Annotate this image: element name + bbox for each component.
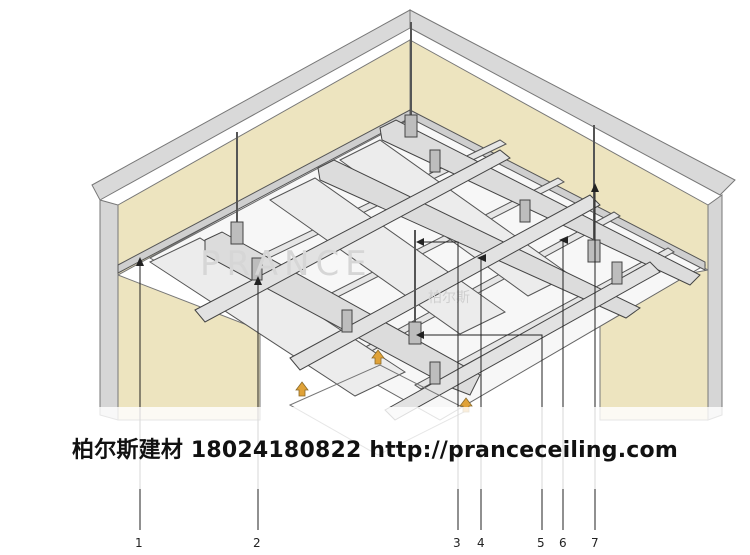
callout-label-6: 6 [559, 536, 567, 550]
watermark-subtext: 柏尔斯 [428, 290, 470, 306]
hanger-clamp [230, 221, 244, 245]
carrier-clip [519, 199, 531, 223]
leader-head-6 [559, 236, 568, 244]
leader-head-5 [416, 331, 424, 339]
leader-heads [136, 183, 599, 339]
carrier-clips [251, 149, 623, 385]
contact-banner: 柏尔斯建材 18024180822 http://pranceceiling.c… [0, 407, 750, 489]
callout-label-5: 5 [537, 536, 545, 550]
hanger-clamp [408, 321, 422, 345]
leader-head-2 [254, 276, 262, 285]
callout-label-1: 1 [135, 536, 143, 550]
watermark-text: PRANCE [200, 244, 373, 284]
hanger-clamp [404, 114, 418, 138]
up-arrow-left [295, 349, 385, 397]
carrier-clip [429, 361, 441, 385]
wall-right-side [707, 194, 723, 421]
secondary-member [269, 177, 506, 335]
callout-label-3: 3 [453, 536, 461, 550]
carrier-clip [611, 261, 623, 285]
wall-left-side [99, 199, 119, 421]
main-channel-middle [317, 159, 641, 319]
carrier-front [194, 149, 511, 323]
wall-top-edge-right [409, 9, 736, 196]
hanger-clamps [230, 114, 601, 345]
carrier-clip [429, 149, 441, 173]
leader-head-3 [416, 238, 424, 246]
contact-banner-text: 柏尔斯建材 18024180822 http://pranceceiling.c… [72, 438, 678, 463]
carrier-lower [289, 194, 601, 371]
leader-head-1 [136, 257, 144, 266]
hanger-clamp [587, 239, 601, 263]
main-channel-back [379, 119, 701, 286]
callout-label-7: 7 [591, 536, 599, 550]
leader-head-7 [591, 183, 599, 192]
carrier-channels [194, 149, 661, 421]
carrier-clip [341, 309, 353, 333]
callout-label-2: 2 [253, 536, 261, 550]
leader-head-4 [477, 254, 486, 262]
callout-label-4: 4 [477, 536, 485, 550]
secondary-member [148, 237, 407, 397]
